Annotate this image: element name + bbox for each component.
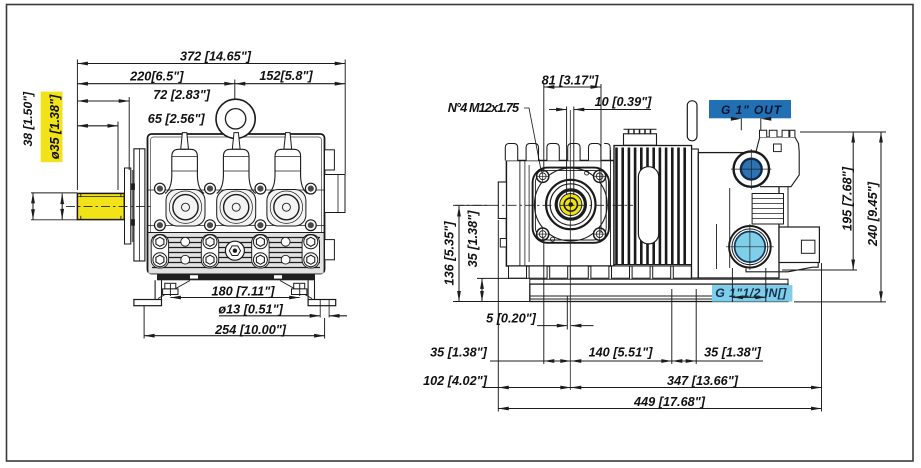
svg-text:5 [0.20"]: 5 [0.20"] [486, 312, 537, 326]
svg-text:449 [17.68"]: 449 [17.68"] [633, 395, 706, 409]
svg-text:220[6.5"]: 220[6.5"] [129, 70, 184, 84]
svg-text:G 1" OUT: G 1" OUT [721, 103, 783, 117]
svg-text:254 [10.00"]: 254 [10.00"] [214, 323, 287, 337]
svg-text:35 [1.38"]: 35 [1.38"] [704, 346, 762, 360]
svg-text:G 1"1/2 IN[]: G 1"1/2 IN[] [715, 286, 787, 300]
svg-text:35 [1.38"]: 35 [1.38"] [466, 210, 480, 268]
svg-text:10 [0.39"]: 10 [0.39"] [595, 95, 653, 109]
svg-text:180 [7.11"]: 180 [7.11"] [212, 285, 276, 299]
svg-text:152[5.8"]: 152[5.8"] [259, 69, 313, 83]
svg-text:372 [14.65"]: 372 [14.65"] [180, 50, 252, 64]
svg-text:347 [13.66"]: 347 [13.66"] [667, 374, 739, 388]
svg-text:ø35 [1.38"]: ø35 [1.38"] [48, 94, 62, 159]
svg-text:38 [1.50"]: 38 [1.50"] [21, 91, 35, 146]
svg-text:136 [5.35"]: 136 [5.35"] [443, 221, 457, 286]
svg-text:240 [9.45"]: 240 [9.45"] [866, 181, 880, 247]
svg-text:35 [1.38"]: 35 [1.38"] [430, 346, 488, 360]
svg-text:N°4 M12x1.75: N°4 M12x1.75 [448, 101, 520, 115]
svg-text:72 [2.83"]: 72 [2.83"] [153, 88, 211, 102]
svg-text:ø13 [0.51"]: ø13 [0.51"] [218, 303, 283, 317]
svg-text:102 [4.02"]: 102 [4.02"] [423, 374, 488, 388]
svg-text:140 [5.51"]: 140 [5.51"] [589, 346, 654, 360]
svg-text:195 [7.68"]: 195 [7.68"] [841, 166, 855, 231]
svg-text:65 [2.56"]: 65 [2.56"] [148, 112, 206, 126]
svg-text:81 [3.17"]: 81 [3.17"] [542, 73, 600, 87]
